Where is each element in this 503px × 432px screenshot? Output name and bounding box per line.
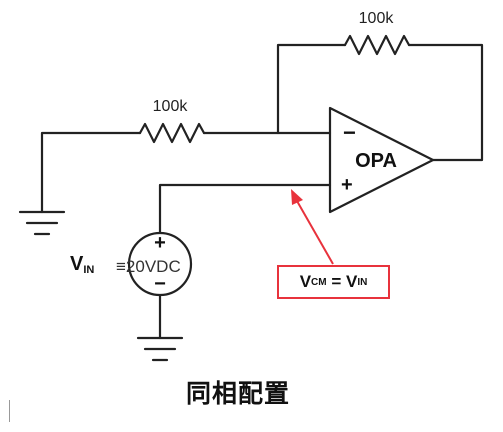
feedback-wire-right [407, 43, 484, 162]
source-plus-sign: + [154, 232, 166, 254]
source-label-sub: IN [83, 264, 95, 276]
callout-left-sub: CM [311, 276, 327, 288]
diagram-caption: 同相配置 [185, 379, 290, 408]
ground-left-icon [18, 210, 66, 236]
source-minus-sign: − [154, 273, 166, 295]
callout-right-sub: IN [357, 276, 368, 288]
source-value: ≡20VDC [116, 257, 181, 276]
callout-right-main: V [345, 272, 358, 291]
input-resistor [138, 122, 206, 144]
opamp-label: OPA [355, 150, 397, 172]
input-ground-wire [40, 131, 142, 214]
feedback-resistor-value: 100k [359, 10, 395, 27]
callout-equals: = [326, 272, 346, 291]
input-resistor-value: 100k [153, 98, 189, 115]
opamp-plus-sign: + [341, 174, 353, 196]
feedback-wire-left [276, 43, 347, 135]
opamp-minus-sign: − [343, 120, 356, 145]
source-label: VIN [70, 253, 94, 276]
voltage-source-icon [127, 231, 193, 297]
source-label-main: V [70, 253, 84, 275]
callout-arrow [291, 189, 334, 265]
ground-source-icon [136, 336, 184, 362]
callout-left-main: V [299, 272, 312, 291]
plus-input-wire [158, 183, 332, 235]
text-cursor [9, 400, 10, 422]
feedback-resistor [343, 34, 411, 56]
opamp-triangle [328, 106, 435, 214]
